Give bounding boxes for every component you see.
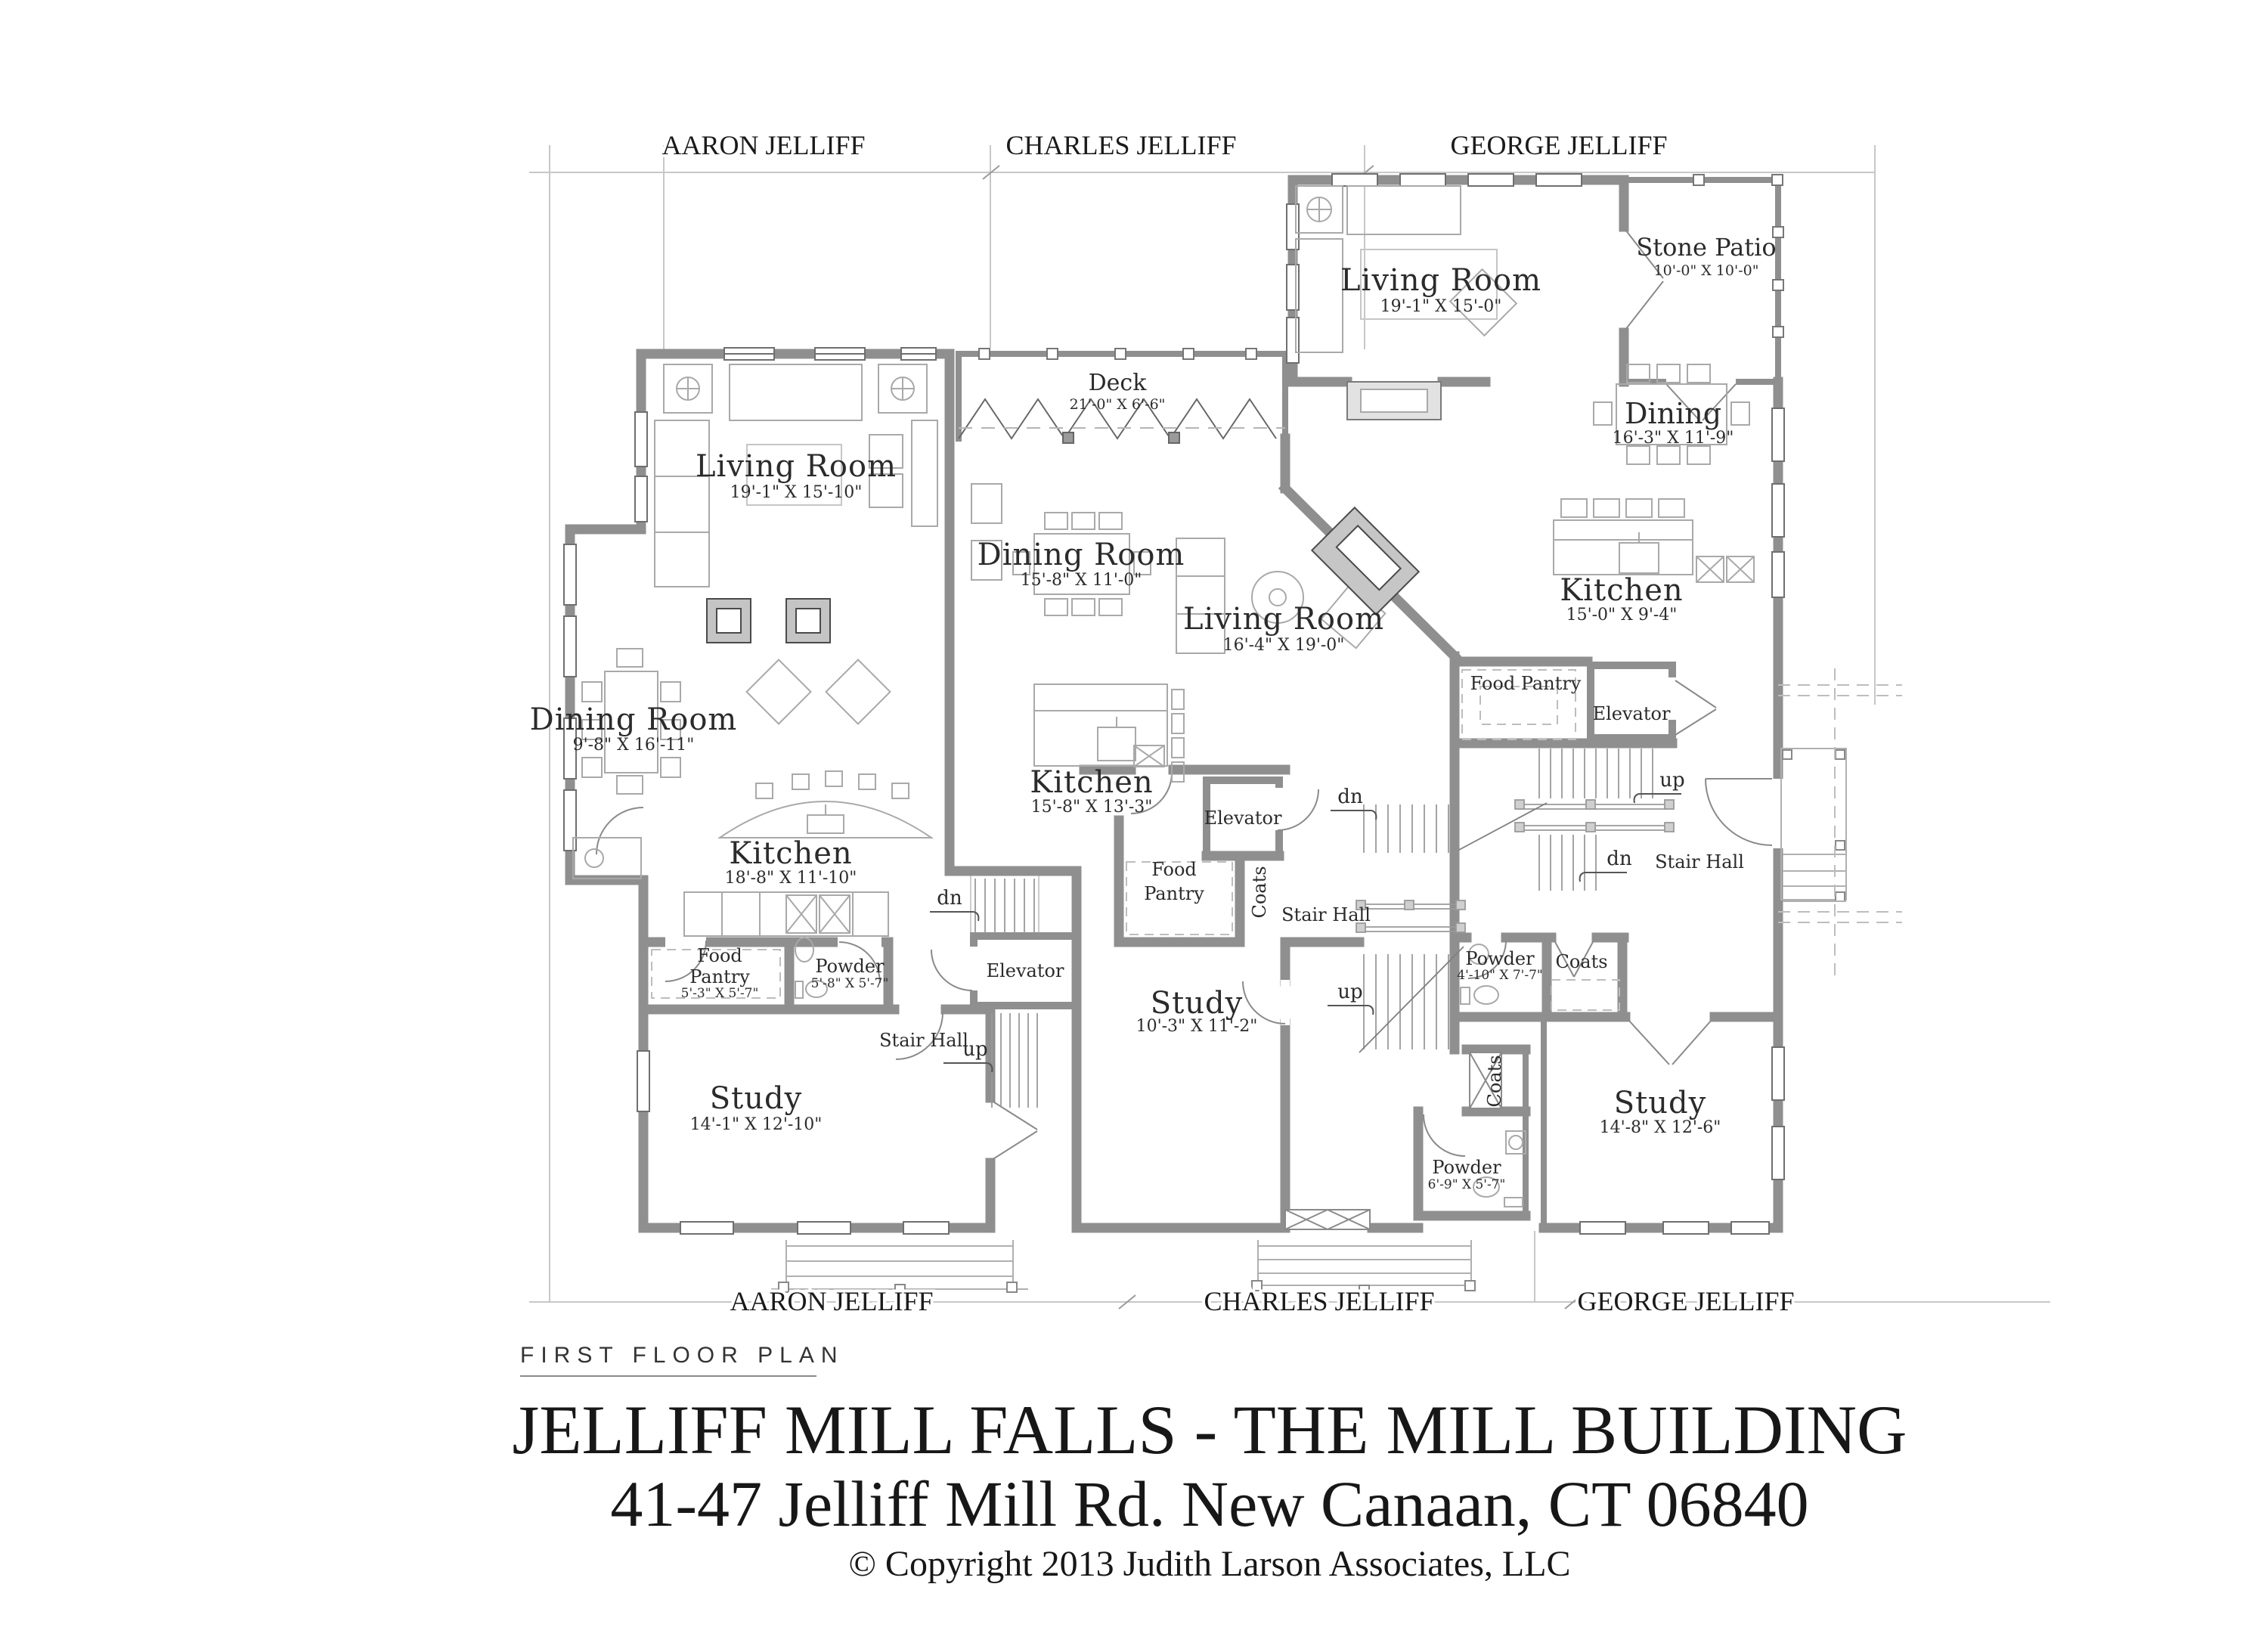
- aaron-living-room-label: Living Room: [696, 449, 897, 484]
- charles-dn-label: dn: [1337, 786, 1363, 808]
- george-food-pantry-label: Food Pantry: [1470, 673, 1582, 694]
- george-stone-patio-label: Stone Patio: [1636, 233, 1776, 262]
- top-label-george: GEORGE JELLIFF: [1451, 130, 1668, 160]
- aaron-kitchen-dims: 18'-8" X 11'-10": [725, 869, 857, 888]
- aaron-powder-label: Powder: [815, 956, 885, 977]
- fireplace-piers: [706, 598, 831, 643]
- george-living-room-dims: 19'-1" X 15'-0": [1380, 297, 1502, 316]
- bottom-label-george: GEORGE JELLIFF: [1578, 1286, 1795, 1316]
- top-label-charles: CHARLES JELLIFF: [1005, 130, 1236, 160]
- george-kitchen-label: Kitchen: [1560, 573, 1683, 608]
- bifold-coats-doors: [1469, 1052, 1502, 1109]
- furniture: [572, 185, 1755, 1207]
- george-elevator-label: Elevator: [1593, 703, 1671, 724]
- charles-living-room-dims: 16'-4" X 19'-0": [1223, 636, 1345, 655]
- george-living-room-label: Living Room: [1340, 263, 1541, 298]
- stairs: [970, 749, 1675, 1108]
- george-coats-label: Coats: [1555, 951, 1607, 972]
- aaron-dn-label: dn: [937, 887, 962, 910]
- copyright-line: © Copyright 2013 Judith Larson Associate…: [848, 1544, 1570, 1584]
- charles-dining-room-dims: 15'-8" X 11'-0": [1021, 571, 1142, 590]
- bottom-label-aaron: AARON JELLIFF: [730, 1286, 933, 1316]
- george-dining-dims: 16'-3" X 11'-9": [1613, 429, 1734, 448]
- george-powder-dims: 4'-10" X 7'-7": [1457, 968, 1542, 983]
- charles-kitchen-dims: 15'-8" X 13'-3": [1031, 798, 1153, 817]
- aaron-dining-room-label: Dining Room: [530, 702, 738, 737]
- charles-stair-hall-label: Stair Hall: [1281, 904, 1371, 925]
- charles-living-room-label: Living Room: [1183, 602, 1384, 637]
- aaron-study-dims: 14'-1" X 12'-10": [690, 1115, 823, 1134]
- charles-coats-label: Coats: [1249, 866, 1270, 918]
- title-block: FIRST FLOOR PLAN JELLIFF MILL FALLS - TH…: [513, 1343, 1907, 1584]
- george-study-label: Study: [1614, 1086, 1706, 1121]
- porches-and-balcony: [771, 668, 1902, 1296]
- aaron-living-room-dims: 19'-1" X 15'-10": [730, 483, 863, 502]
- charles-deck-label: Deck: [1089, 370, 1148, 396]
- george-powder-label: Powder: [1465, 948, 1535, 969]
- corner-fireplace: [1310, 506, 1421, 616]
- charles-entry-powder-dims: 6'-9" X 5'-7": [1428, 1177, 1506, 1192]
- project-title: JELLIFF MILL FALLS - THE MILL BUILDING: [513, 1391, 1907, 1468]
- charles-up-label: up: [1337, 981, 1362, 1003]
- aaron-food-pantry-label-1: Food: [697, 945, 742, 966]
- aaron-kitchen-label: Kitchen: [729, 836, 852, 871]
- george-dining-label: Dining: [1625, 397, 1721, 430]
- george-stone-patio-dims: 10'-0" X 10'-0": [1654, 262, 1759, 279]
- plan-name-label: FIRST FLOOR PLAN: [520, 1343, 844, 1368]
- george-study-dims: 14'-8" X 12'-6": [1600, 1118, 1721, 1137]
- aaron-food-pantry-dims: 5'-3" X 5'-7": [681, 986, 759, 1001]
- entry-french-doors: [1284, 1209, 1371, 1230]
- aaron-up-label: up: [962, 1038, 987, 1061]
- accordion-deck-doors: [958, 398, 1277, 444]
- aaron-food-pantry-label-2: Pantry: [689, 966, 750, 987]
- george-up-label: up: [1659, 769, 1684, 792]
- george-kitchen-dims: 15'-0" X 9'-4": [1566, 606, 1678, 625]
- aaron-stair-hall-label: Stair Hall: [879, 1030, 968, 1051]
- project-address: 41-47 Jelliff Mill Rd. New Canaan, CT 06…: [610, 1468, 1808, 1540]
- charles-entry-coats-label: Coats: [1484, 1055, 1505, 1107]
- stair-direction-arrows: [930, 793, 1681, 1073]
- charles-food-pantry-label-2: Pantry: [1144, 883, 1204, 904]
- charles-study-dims: 10'-3" X 11'-2": [1136, 1017, 1258, 1036]
- charles-entry-powder-label: Powder: [1432, 1157, 1501, 1178]
- aaron-study-label: Study: [710, 1081, 802, 1116]
- aaron-powder-dims: 5'-8" X 5'-7": [811, 976, 889, 991]
- charles-food-pantry-label-1: Food: [1151, 859, 1197, 880]
- doors: [596, 229, 1773, 1230]
- deck-posts: [978, 174, 1784, 360]
- charles-study-label: Study: [1151, 986, 1243, 1021]
- bottom-label-charles: CHARLES JELLIFF: [1204, 1286, 1434, 1316]
- george-stair-hall-label: Stair Hall: [1655, 851, 1744, 873]
- top-label-aaron: AARON JELLIFF: [662, 130, 865, 160]
- labels: AARON JELLIFF CHARLES JELLIFF GEORGE JEL…: [530, 127, 1798, 1319]
- aaron-dining-room-dims: 9'-8" X 16'-11": [573, 736, 695, 755]
- charles-deck-dims: 21'-0" X 6'-6": [1070, 396, 1166, 413]
- aaron-elevator-label: Elevator: [987, 960, 1064, 981]
- charles-elevator-label: Elevator: [1204, 807, 1282, 829]
- charles-dining-room-label: Dining Room: [978, 538, 1185, 572]
- charles-kitchen-label: Kitchen: [1030, 765, 1153, 800]
- george-dn-label: dn: [1606, 848, 1632, 870]
